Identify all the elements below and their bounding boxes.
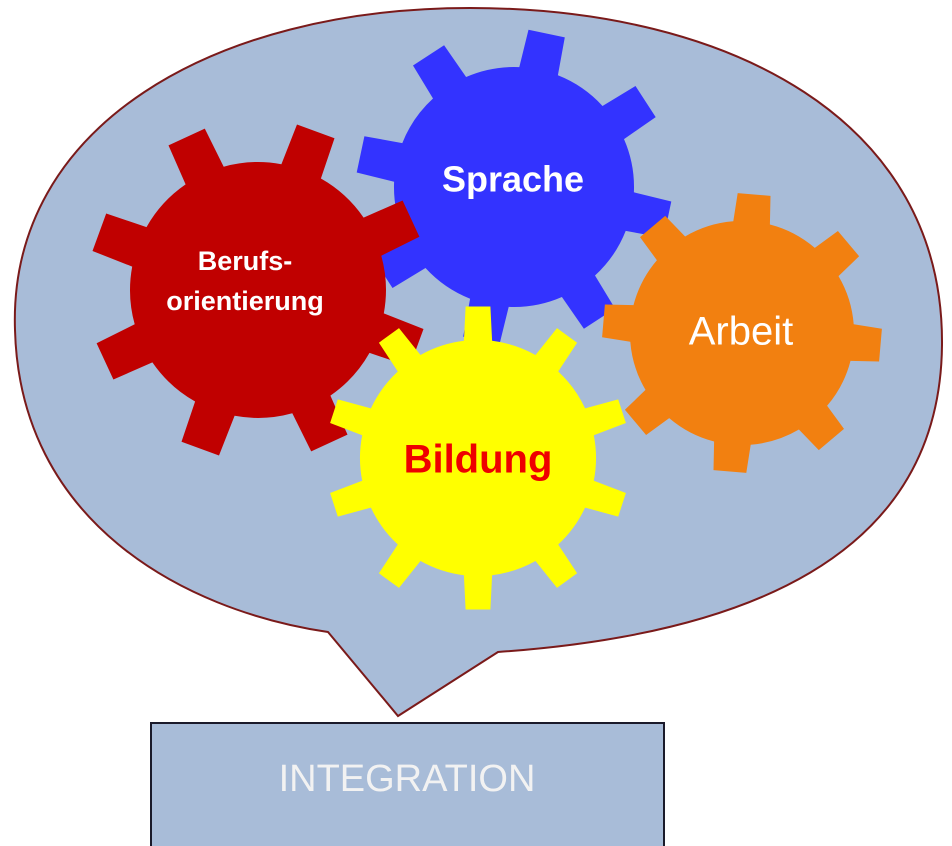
arbeit-gear xyxy=(602,193,882,473)
bildung-label: Bildung xyxy=(404,438,553,482)
integration-label: INTEGRATION xyxy=(279,758,536,800)
berufs-label-line2: orientierung xyxy=(166,286,324,316)
berufsorientierung-gear xyxy=(92,124,424,456)
integration-box xyxy=(150,722,665,846)
arbeit-label: Arbeit xyxy=(689,310,794,354)
bildung-gear xyxy=(330,306,626,610)
sprache-gear xyxy=(356,29,672,345)
sprache-label: Sprache xyxy=(442,159,584,200)
berufs-label-line1: Berufs- xyxy=(198,246,293,276)
